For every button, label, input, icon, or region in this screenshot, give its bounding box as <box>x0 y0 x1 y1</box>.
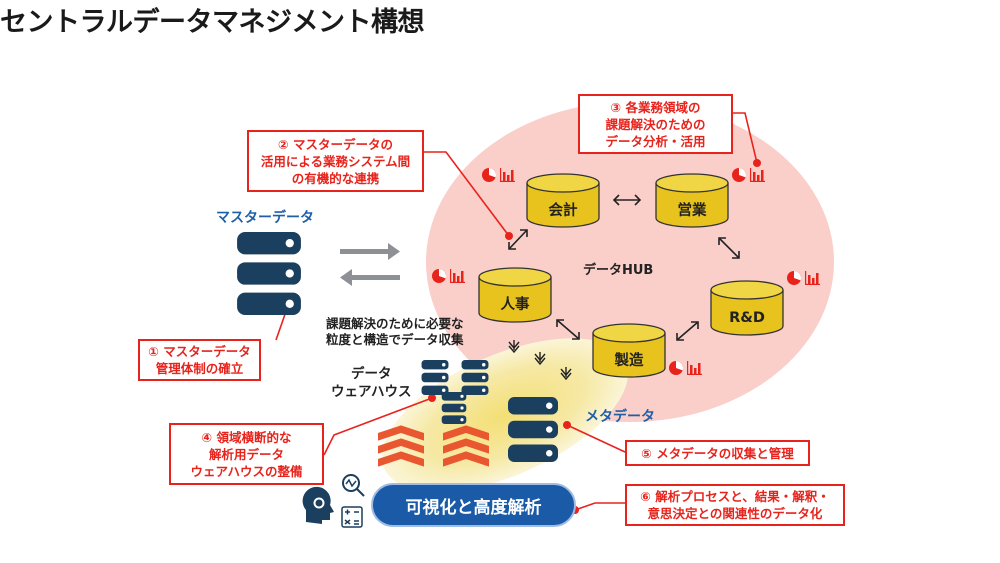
leader-line-c6 <box>574 502 625 511</box>
collect-arrow-1 <box>508 340 520 354</box>
collect-arrow-3 <box>560 367 572 381</box>
link-arrow-hr-manufacturing <box>556 319 580 340</box>
callout-text: ⑥ 解析プロセスと、結果・解釈・ 意思決定との関連性のデータ化 <box>640 489 830 521</box>
leader-dot-c5 <box>563 421 571 429</box>
callout-text: ⑤ メタデータの収集と管理 <box>641 445 794 461</box>
dept-manufacturing-label: 製造 <box>614 351 644 369</box>
link-arrow-sales-rnd <box>718 237 740 259</box>
warehouse-server-icon-3 <box>441 392 467 424</box>
link-arrow-accounting-hr <box>508 229 528 250</box>
callout-analysis-process: ⑥ 解析プロセスと、結果・解釈・ 意思決定との関連性のデータ化 <box>625 484 845 526</box>
callout-domain-analysis: ③ 各業務領域の 課題解決のための データ分析・活用 <box>578 94 733 154</box>
callout-metadata-management: ⑤ メタデータの収集と管理 <box>625 440 810 466</box>
ai-head-icon <box>302 486 334 524</box>
cylinder-hr <box>478 267 552 323</box>
data-hub-label: データHUB <box>583 263 654 278</box>
cylinder-rnd <box>710 280 784 336</box>
callout-system-integration: ② マスターデータの 活用による業務システム間 の有機的な連携 <box>247 130 424 192</box>
callout-text: ② マスターデータの 活用による業務システム間 の有機的な連携 <box>260 136 411 186</box>
analytics-button[interactable]: 可視化と高度解析 <box>371 483 576 527</box>
collection-note: 課題解決のために必要な 粒度と構造でデータ収集 <box>326 316 464 347</box>
callout-text: ④ 領域横断的な 解析用データ ウェアハウスの整備 <box>190 429 303 479</box>
link-arrow-accounting-sales <box>612 194 642 206</box>
cylinder-manufacturing <box>592 323 666 378</box>
leader-dot-c4 <box>428 394 436 402</box>
calculator-icon <box>341 506 363 528</box>
metadata-label: メタデータ <box>585 409 655 425</box>
warehouse-server-icon-1 <box>421 360 449 395</box>
cylinder-accounting <box>526 173 600 228</box>
collect-arrow-2 <box>534 352 546 366</box>
leader-dot-c2 <box>505 232 513 240</box>
dept-rnd-label: R&D <box>729 310 765 326</box>
dept-hr-label: 人事 <box>501 295 530 313</box>
callout-data-warehouse: ④ 領域横断的な 解析用データ ウェアハウスの整備 <box>169 423 324 485</box>
master-server-icon <box>237 232 301 315</box>
magnify-chart-icon <box>342 474 365 497</box>
callout-text: ① マスターデータ 管理体制の確立 <box>148 344 251 376</box>
callout-text: ③ 各業務領域の 課題解決のための データ分析・活用 <box>605 99 706 149</box>
leader-line-c2 <box>424 151 510 237</box>
exchange-arrows-icon <box>340 243 400 286</box>
callout-master-data-governance: ① マスターデータ 管理体制の確立 <box>138 339 261 381</box>
leader-dot-c3 <box>753 159 761 167</box>
dept-accounting-label: 会計 <box>549 201 578 219</box>
master-data-label: マスターデータ <box>216 210 314 226</box>
warehouse-label: データ ウェアハウス <box>331 366 412 400</box>
link-arrow-manufacturing-rnd <box>676 321 699 341</box>
leader-line-c4 <box>323 397 433 456</box>
cylinder-sales <box>655 173 729 228</box>
leader-line-c5 <box>566 424 626 453</box>
leader-line-c3 <box>733 112 758 164</box>
warehouse-server-icon-2 <box>461 360 489 395</box>
page-title: セントラルデータマネジメント構想 <box>0 7 425 38</box>
dept-sales-label: 営業 <box>678 201 707 219</box>
metadata-server-icon <box>508 397 558 462</box>
